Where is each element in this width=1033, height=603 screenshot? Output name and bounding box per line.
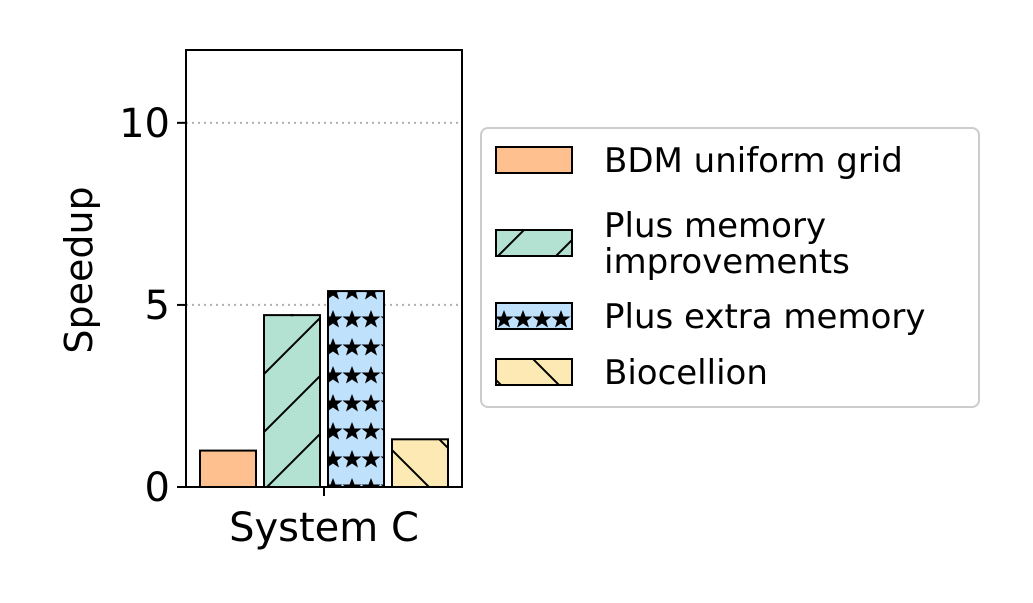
legend-swatch-outline xyxy=(495,146,573,174)
legend-swatch-outline xyxy=(495,358,573,386)
legend-swatch xyxy=(496,147,572,173)
legend-label-line: Plus memory xyxy=(604,206,826,246)
legend-label: BDM uniform grid xyxy=(604,141,903,181)
x-tick-label: System C xyxy=(229,505,419,551)
legend-swatch-hatch xyxy=(496,303,572,329)
legend-swatch-outline xyxy=(495,302,573,330)
legend-swatch-hatch xyxy=(496,359,572,385)
y-tick-label: 5 xyxy=(145,283,170,329)
legend-label: Plus extra memory xyxy=(604,297,925,337)
bar xyxy=(200,450,256,487)
y-axis-label: Speedup xyxy=(57,186,101,353)
plot-frame xyxy=(185,49,463,488)
legend-label-line: BDM uniform grid xyxy=(604,141,903,181)
bar-hatch xyxy=(392,439,448,487)
legend-label-line: Biocellion xyxy=(604,353,768,393)
legend-swatch-hatch xyxy=(496,230,572,256)
legend-label-line: improvements xyxy=(604,242,850,282)
y-tick-label: 0 xyxy=(145,465,170,511)
bar-hatch xyxy=(328,291,384,487)
y-tick-label: 10 xyxy=(119,101,170,147)
bar-hatch xyxy=(264,315,320,487)
legend-swatch-outline xyxy=(495,229,573,257)
legend-box xyxy=(480,127,980,408)
legend-label-line: Plus extra memory xyxy=(604,297,925,337)
legend-label: Biocellion xyxy=(604,353,768,393)
